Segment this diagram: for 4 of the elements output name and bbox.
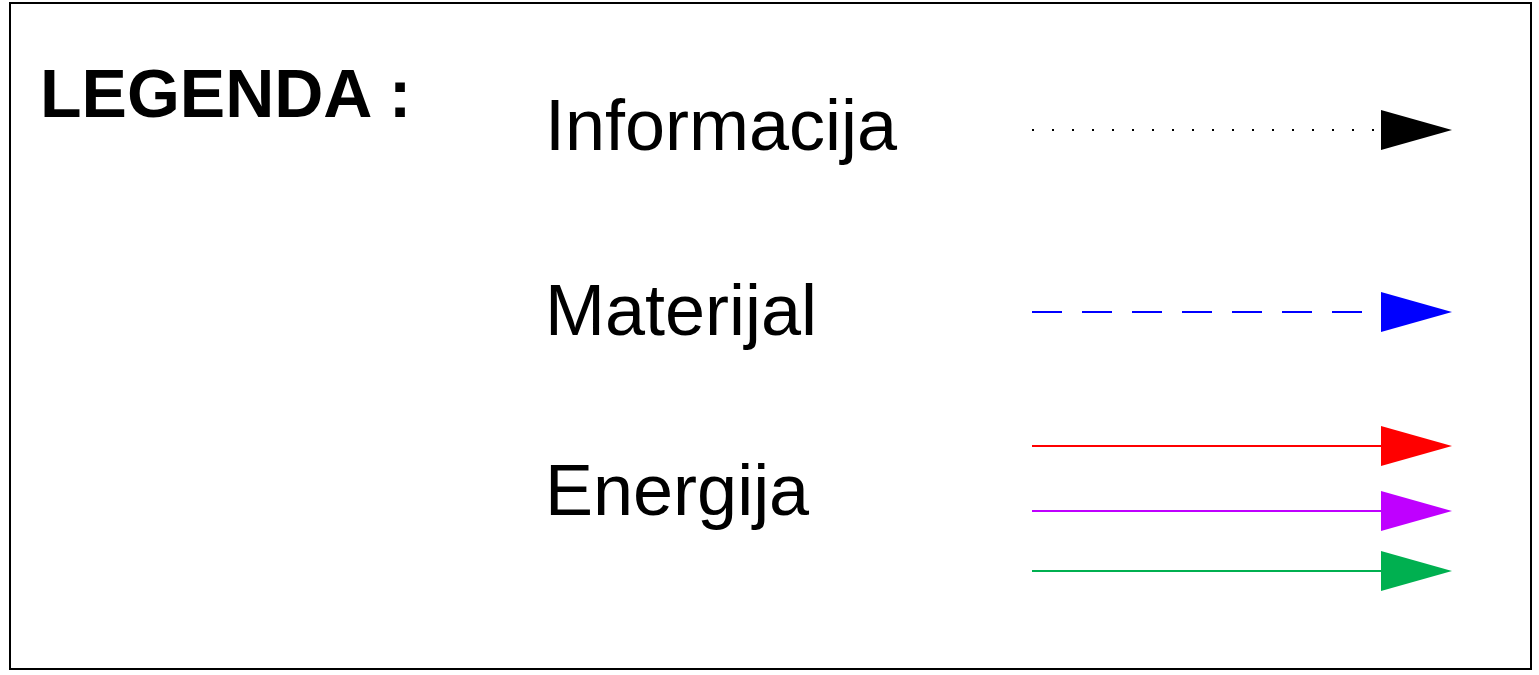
legend-label: Materijal <box>545 270 818 350</box>
legend-label: Energija <box>545 450 810 530</box>
legend-title: LEGENDA : <box>40 55 412 131</box>
legend-label: Informacija <box>545 85 898 165</box>
